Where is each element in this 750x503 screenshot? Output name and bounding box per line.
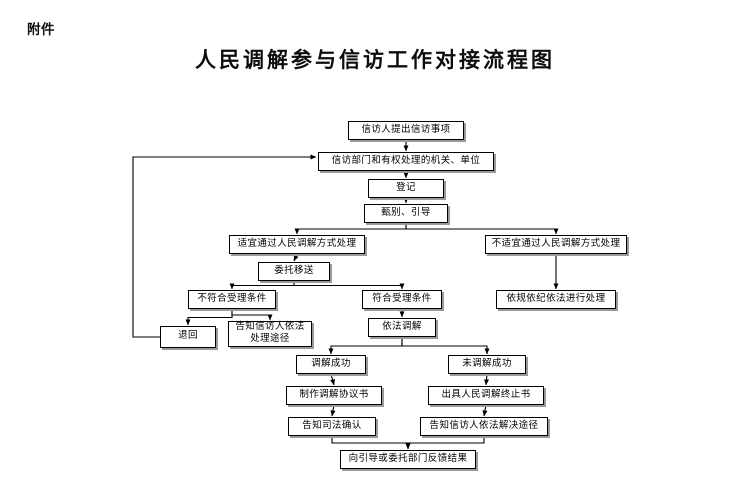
flow-node-n3: 登记 (368, 179, 444, 198)
flow-node-n16: 制作调解协议书 (286, 386, 382, 405)
page-title: 人民调解参与信访工作对接流程图 (195, 48, 555, 72)
flow-node-n4: 甄别、引导 (364, 204, 448, 223)
flow-node-n9: 符合受理条件 (362, 290, 442, 309)
flow-node-n17: 出具人民调解终止书 (428, 386, 544, 405)
flow-node-n12: 告知信访人依法 处理途径 (228, 321, 312, 347)
flow-node-n5: 适宜通过人民调解方式处理 (229, 235, 365, 254)
flow-node-n1: 信访人提出信访事项 (348, 121, 464, 140)
flow-node-n14: 调解成功 (296, 355, 366, 374)
flow-node-n8: 不符合受理条件 (188, 290, 276, 309)
flow-node-n10: 依规依纪依法进行处理 (496, 290, 616, 309)
flow-node-n7: 委托移送 (258, 262, 330, 281)
flow-node-n20: 向引导或委托部门反馈结果 (340, 450, 476, 469)
flow-node-n19: 告知信访人依法解决途径 (420, 417, 548, 436)
flow-node-n6: 不适宜通过人民调解方式处理 (485, 235, 627, 254)
flow-node-n18: 告知司法确认 (288, 417, 376, 436)
flow-node-n13: 依法调解 (368, 318, 436, 337)
flow-node-n15: 未调解成功 (448, 355, 526, 374)
flow-node-n11: 退回 (160, 326, 216, 348)
flow-node-n2: 信访部门和有权处理的机关、单位 (318, 152, 494, 171)
attachment-label: 附件 (27, 22, 55, 38)
